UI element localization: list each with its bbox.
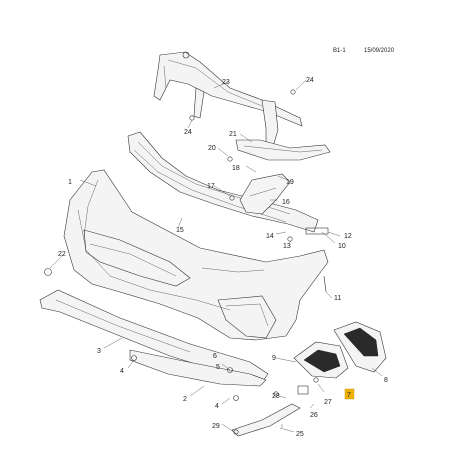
callout-5: 5 (216, 364, 220, 371)
upper-bracket (235, 139, 331, 161)
callout-21: 21 (229, 131, 237, 138)
callout-7: 7 (347, 392, 351, 399)
callout-labels: 1 2 3 4 4 5 6 7 8 9 10 11 12 13 14 15 16… (58, 77, 388, 438)
callout-7-highlight (344, 388, 355, 400)
side-strip (231, 403, 301, 437)
callout-16: 16 (282, 199, 290, 206)
callout-4-lower-right: 4 (215, 403, 219, 410)
callout-11: 11 (334, 295, 341, 302)
callout-25: 25 (296, 431, 304, 438)
fasteners (44, 89, 329, 435)
callout-22: 22 (58, 251, 66, 258)
callout-1: 1 (68, 179, 72, 186)
lower-trim (129, 349, 267, 387)
leader-lines (49, 79, 383, 433)
front-bumper (63, 169, 329, 341)
callout-15: 15 (176, 227, 184, 234)
callout-23: 23 (222, 79, 230, 86)
diagram-ref: B1-1 (333, 48, 346, 54)
callout-18: 18 (232, 165, 240, 172)
callout-13: 13 (283, 243, 291, 250)
callout-3: 3 (97, 348, 101, 355)
callout-19: 19 (286, 179, 294, 186)
callout-20: 20 (208, 145, 216, 152)
diagram-date: 15/09/2020 (364, 48, 395, 54)
side-bracket (239, 173, 291, 215)
callout-26: 26 (310, 412, 318, 419)
callout-9: 9 (272, 355, 276, 362)
callout-6: 6 (213, 353, 217, 360)
radiator-support (153, 51, 303, 151)
callout-2: 2 (183, 396, 187, 403)
callout-8: 8 (384, 377, 388, 384)
lamp-bezel-left (333, 321, 387, 373)
callout-17: 17 (207, 183, 215, 190)
lamp-bezel-right (293, 341, 349, 379)
callout-28: 28 (272, 393, 280, 400)
callout-29: 29 (212, 423, 220, 430)
callout-24-top: 24 (306, 77, 314, 84)
callout-12: 12 (344, 233, 352, 240)
callout-27: 27 (324, 399, 332, 406)
callout-10: 10 (338, 243, 346, 250)
callout-24-left: 24 (184, 129, 192, 136)
callout-14: 14 (266, 233, 274, 240)
callout-4-lower-left: 4 (120, 368, 124, 375)
